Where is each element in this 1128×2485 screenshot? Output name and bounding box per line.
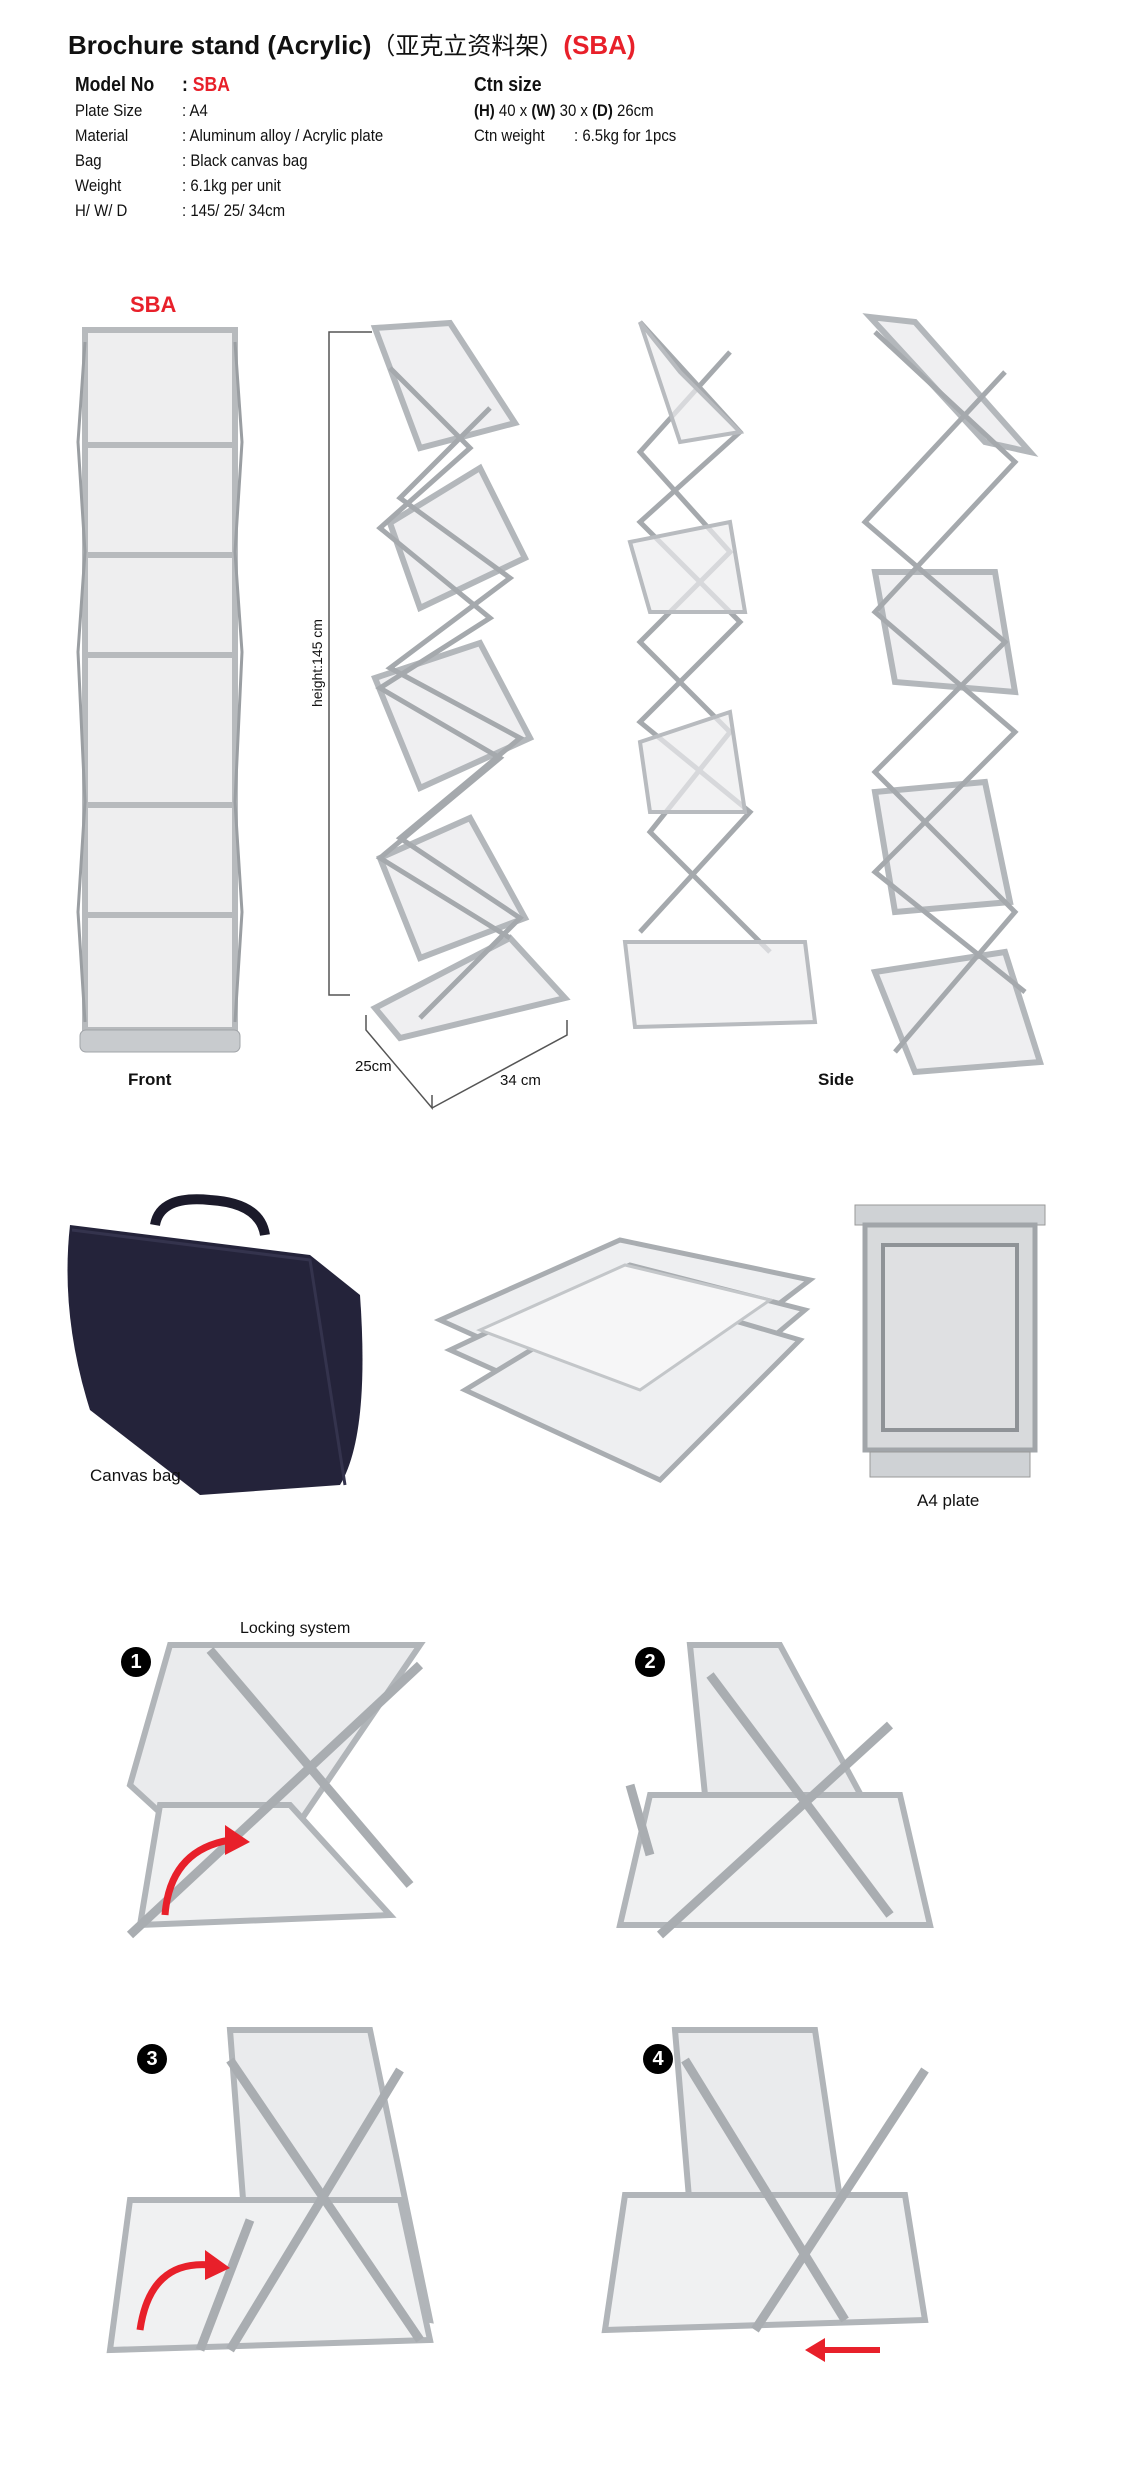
spec-value: : Aluminum alloy / Acrylic plate [182,126,384,145]
spec-value: : 6.1kg per unit [182,176,281,195]
dimension-lines [328,331,568,1111]
page-title: Brochure stand (Acrylic)（亚克立资料架）(SBA) [68,30,636,60]
spec-value: : A4 [182,101,208,120]
locking-step-2-image [616,1642,934,1939]
front-view-image [76,327,244,1053]
canvas-bag-image [67,1194,363,1495]
front-model-label: SBA [130,292,177,317]
spec-label: Bag [75,151,102,170]
ctn-size-value: (H) 40 x (W) 30 x (D) 26cm [474,101,654,120]
locking-step-1-image [126,1642,426,1939]
canvas-bag-label: Canvas bag [90,1466,181,1485]
stand-side-image [861,313,1045,1076]
spec-label: Weight [75,176,122,195]
locking-step-3-image [106,2027,434,2354]
front-label: Front [128,1070,172,1089]
ctn-size-title: Ctn size [474,74,542,96]
ctn-weight-value: : 6.5kg for 1pcs [574,126,677,145]
spec-label: Material [75,126,129,145]
locking-system-title: Locking system [240,1620,351,1637]
locking-step-4-image [601,2027,929,2362]
step-4-badge: 4 [643,2044,673,2074]
ctn-weight-label: Ctn weight [474,126,545,145]
depth-dimension-label: 25cm [355,1058,392,1075]
width-dimension-label: 34 cm [500,1072,541,1089]
spec-value: : Black canvas bag [182,151,308,170]
step-3-badge: 3 [137,2044,167,2074]
model-no-label: Model No [75,74,155,96]
spec-value: : 145/ 25/ 34cm [182,201,286,220]
folded-stand-image [433,1237,816,1484]
step-1-badge: 1 [121,1647,151,1677]
step-2-badge: 2 [635,1647,665,1677]
stand-side-folding-image [622,320,818,1030]
a4-plate-label: A4 plate [917,1491,980,1510]
spec-label: Plate Size [75,101,143,120]
stand-perspective-image [370,319,571,1042]
a4-plate-image [854,1204,1046,1478]
height-dimension-label: height:145 cm [309,619,325,707]
model-no-value: : SBA [182,74,230,96]
side-label: Side [818,1070,854,1089]
spec-label: H/ W/ D [75,201,128,220]
